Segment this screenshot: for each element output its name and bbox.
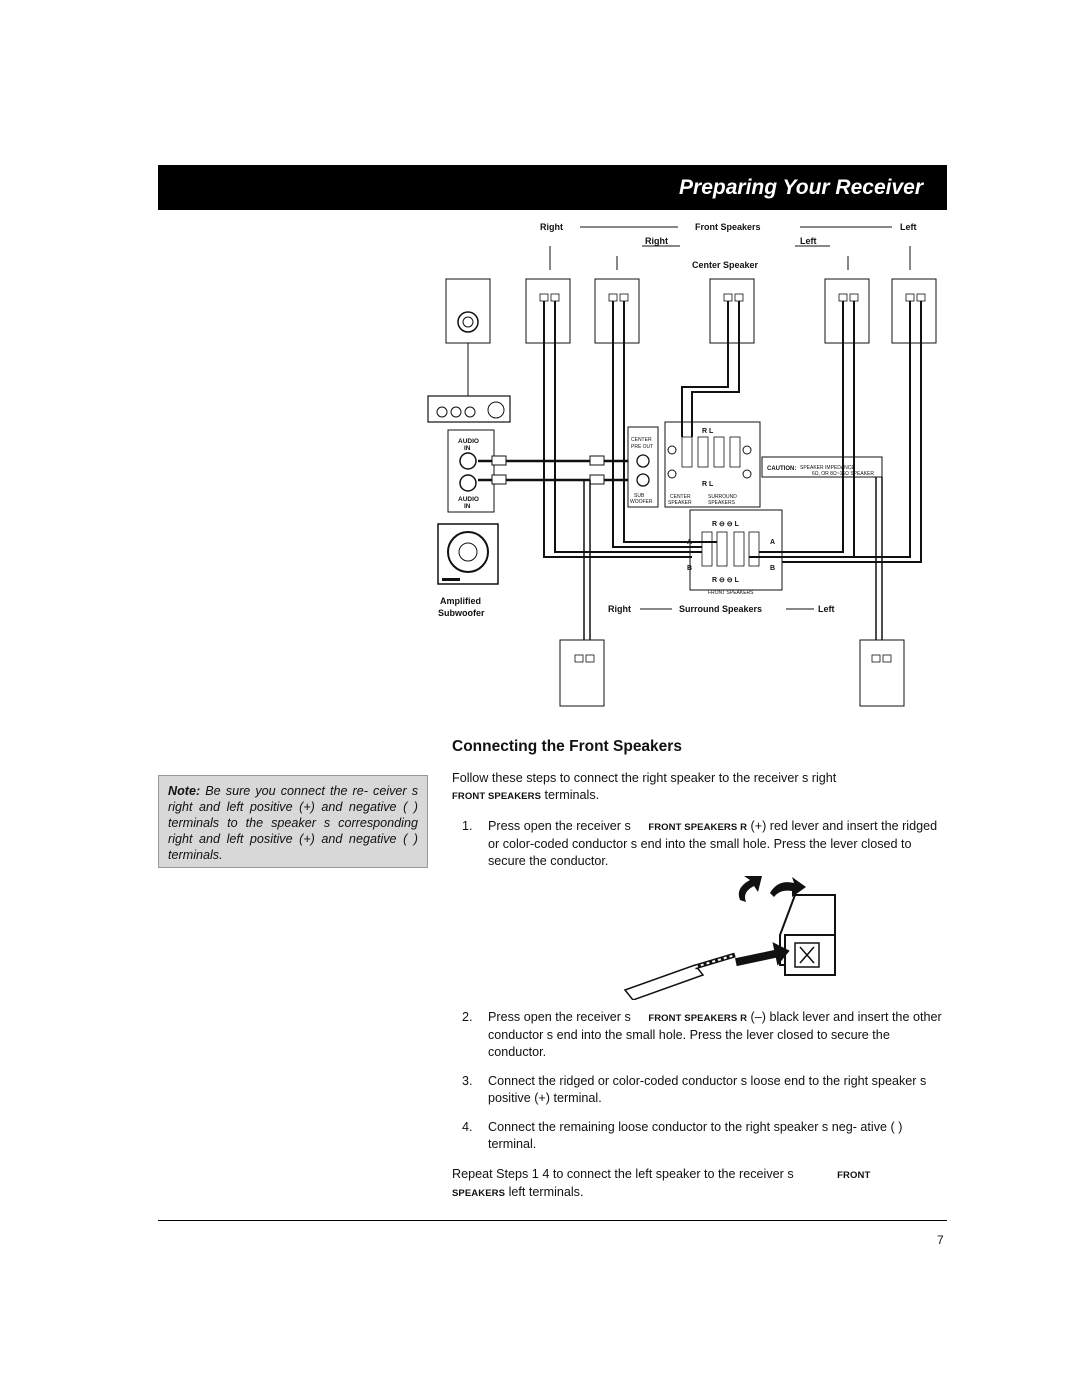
lever-illustration [623, 876, 836, 1000]
center-left-label: Left [800, 236, 817, 246]
step-number: 4. [462, 1120, 473, 1134]
step-3: 3. Connect the ridged or color-coded con… [452, 1073, 942, 1107]
step-number: 3. [462, 1074, 473, 1088]
svg-text:R ⊖ ⊖ L: R ⊖ ⊖ L [712, 577, 740, 584]
footer-rule [158, 1220, 947, 1221]
step-pre: Press open the receiver s [488, 1010, 631, 1024]
note-label: Note: [168, 784, 201, 798]
step-4: 4. Connect the remaining loose conductor… [452, 1119, 942, 1153]
center-speaker-small-label: CENTER [670, 494, 691, 500]
sub-woofer-label: SUB [634, 493, 645, 499]
intro-caps: FRONT SPEAKERS [452, 791, 542, 802]
repeat-pre: Repeat Steps 1 4 to connect the left spe… [452, 1167, 794, 1181]
intro-text: Follow these steps to connect the right … [452, 771, 837, 785]
a-label-right: A [770, 539, 775, 546]
center-right-label: Right [645, 236, 668, 246]
intro-end: terminals. [544, 788, 600, 802]
surround-speakers-label: Surround Speakers [679, 604, 762, 614]
step-caps: FRONT SPEAKERS R [648, 1013, 748, 1024]
speaker-wiring-diagram: Right Front Speakers Left Right Left Cen… [427, 222, 937, 707]
step-pre: Press open the receiver s [488, 819, 631, 833]
front-speakers-small-label: FRONT SPEAKERS [708, 590, 754, 596]
front-speakers-label: Front Speakers [695, 222, 761, 232]
rl-mid-label: R L [702, 481, 714, 488]
step-post: (–) black lever and insert the other con… [488, 1010, 942, 1059]
front-right-label: Right [540, 222, 563, 232]
audio-in-label-2b: IN [464, 503, 471, 510]
repeat-paragraph: Repeat Steps 1 4 to connect the left spe… [452, 1166, 932, 1202]
page-number: 7 [937, 1233, 944, 1247]
center-speaker-label: Center Speaker [692, 260, 759, 270]
svg-text:R ⊖ ⊖ L: R ⊖ ⊖ L [712, 521, 740, 528]
step-number: 2. [462, 1010, 473, 1024]
surround-small-label-b: SPEAKERS [708, 500, 736, 506]
repeat-post: left terminals. [508, 1185, 584, 1199]
center-preout-label: CENTER [631, 437, 652, 443]
header-bar: Preparing Your Receiver [158, 165, 947, 210]
audio-in-label-2: AUDIO [458, 496, 479, 503]
note-box: Note: Be sure you connect the re- ceiver… [158, 775, 428, 868]
step-caps: FRONT SPEAKERS R [648, 822, 748, 833]
step-number: 1. [462, 819, 473, 833]
caution-label: CAUTION: [767, 466, 796, 472]
sub-woofer-label-b: WOOFER [630, 499, 653, 505]
repeat-caps-1: FRONT [837, 1170, 871, 1181]
repeat-caps-2: SPEAKERS [452, 1188, 506, 1199]
section-title: Connecting the Front Speakers [452, 738, 682, 755]
note-text: Be sure you connect the re- ceiver s rig… [168, 784, 418, 862]
center-speaker-small-label-b: SPEAKER [668, 500, 692, 506]
section-intro: Follow these steps to connect the right … [452, 770, 932, 805]
surround-right-label: Right [608, 604, 631, 614]
audio-in-label-1: AUDIO [458, 438, 479, 445]
front-left-label: Left [900, 222, 917, 232]
b-label-right: B [770, 565, 775, 572]
step-1: 1. Press open the receiver s FRONT SPEAK… [452, 818, 942, 870]
page-title: Preparing Your Receiver [679, 176, 923, 199]
rl-top-label: R L [702, 428, 714, 435]
subwoofer-label: Subwoofer [438, 608, 485, 618]
surround-small-label: SURROUND [708, 494, 737, 500]
center-preout-label-b: PRE OUT [631, 444, 653, 450]
step-2: 2. Press open the receiver s FRONT SPEAK… [452, 1009, 942, 1061]
surround-left-label: Left [818, 604, 835, 614]
step-post: (+) red lever and insert the ridged or c… [488, 819, 938, 868]
step-text: Connect the remaining loose conductor to… [488, 1120, 903, 1151]
amplified-label: Amplified [440, 596, 481, 606]
b-label-left: B [687, 565, 692, 572]
step-text: Connect the ridged or color-coded conduc… [488, 1074, 927, 1105]
audio-in-label-1b: IN [464, 445, 471, 452]
impedance-label: SPEAKER IMPEDANCE [800, 465, 855, 471]
